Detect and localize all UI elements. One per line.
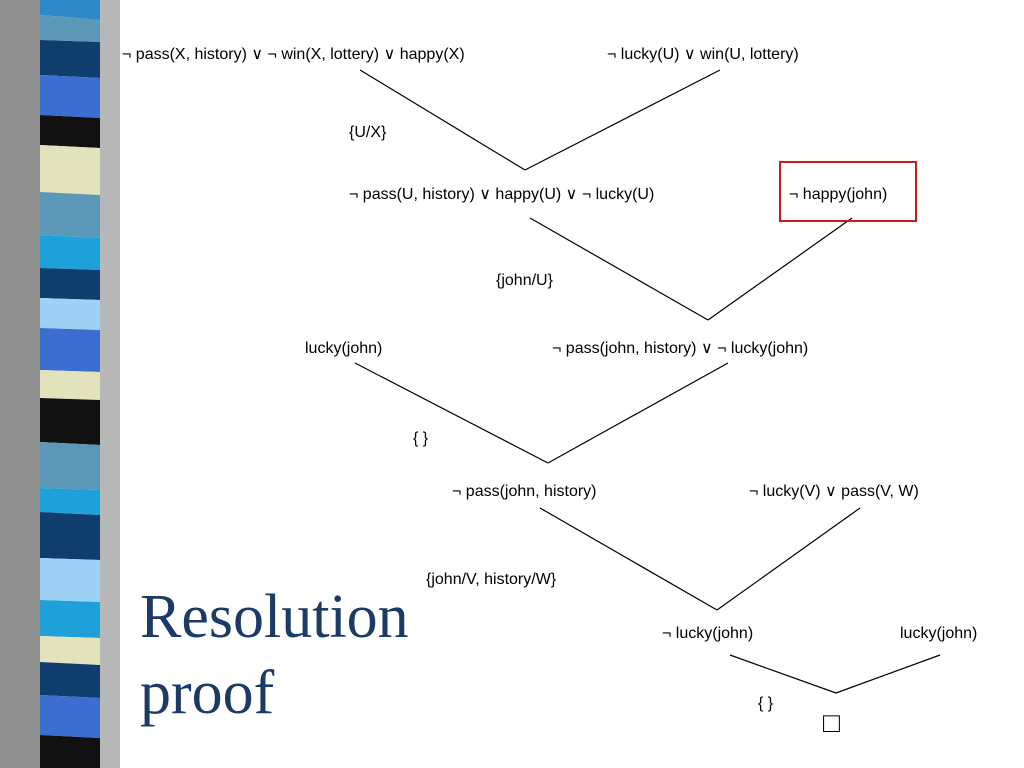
clause-r2: ¬ pass(john, history) ∨ ¬ lucky(john) xyxy=(552,340,808,357)
edge-r4-empty xyxy=(729,654,837,694)
edge-c3-r3 xyxy=(354,362,549,464)
edge-r3-r4 xyxy=(539,507,718,611)
substitution-s1: {U/X} xyxy=(349,124,387,141)
edge-r2-r3 xyxy=(547,362,729,464)
substitution-s4: {john/V, history/W} xyxy=(426,571,557,588)
clause-r1: ¬ pass(U, history) ∨ happy(U) ∨ ¬ lucky(… xyxy=(349,186,654,203)
edge-c2-r1 xyxy=(524,69,721,171)
clause-r3: ¬ pass(john, history) xyxy=(452,483,597,500)
edge-c1-r1 xyxy=(359,69,526,171)
substitution-s3: { } xyxy=(413,430,429,447)
edge-c5-empty xyxy=(835,654,941,694)
substitution-s2: {john/U} xyxy=(496,272,554,289)
clause-goal: ¬ happy(john) xyxy=(789,186,887,203)
clause-r4: ¬ lucky(john) xyxy=(662,625,753,642)
substitution-s5: { } xyxy=(758,695,774,712)
goal-highlight-box xyxy=(779,161,917,222)
clause-c4: ¬ lucky(V) ∨ pass(V, W) xyxy=(749,483,919,500)
edge-c4-r4 xyxy=(716,507,861,611)
clause-c5: lucky(john) xyxy=(900,625,977,642)
decorative-side-bar xyxy=(0,0,120,768)
clause-c1: ¬ pass(X, history) ∨ ¬ win(X, lottery) ∨… xyxy=(122,46,465,63)
edge-goal-r2 xyxy=(707,217,853,321)
edge-r1-r2 xyxy=(529,217,709,321)
empty-clause: □ xyxy=(823,707,840,738)
slide-title-line-1: Resolution xyxy=(140,583,409,651)
clause-c2: ¬ lucky(U) ∨ win(U, lottery) xyxy=(607,46,799,63)
slide-title-line-2: proof xyxy=(140,659,275,727)
clause-c3: lucky(john) xyxy=(305,340,382,357)
